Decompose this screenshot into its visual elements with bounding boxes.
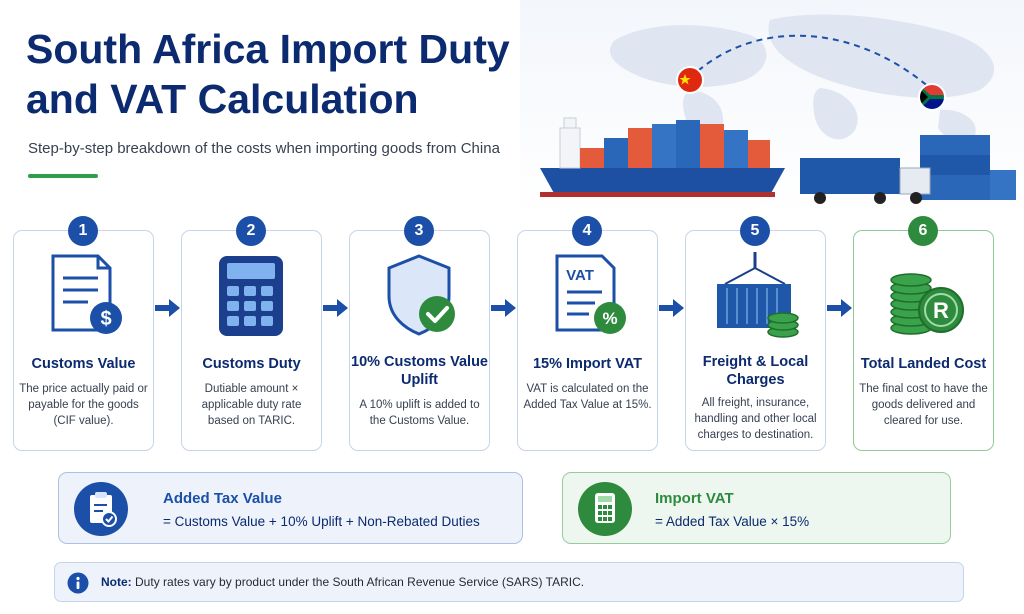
step-number-badge: 4 bbox=[572, 216, 602, 246]
step-card-total-landed-cost bbox=[853, 230, 994, 451]
step-description: VAT is calculated on the Added Tax Value… bbox=[523, 383, 652, 411]
added-tax-value-box: Added Tax Value = Customs Value + 10% Up… bbox=[58, 472, 523, 544]
formula-title: Import VAT bbox=[655, 490, 734, 507]
container-coins-icon bbox=[717, 252, 799, 338]
step-title: 10% Customs Value Uplift bbox=[351, 354, 488, 388]
world-map bbox=[610, 14, 995, 144]
clipboard-check-icon bbox=[74, 482, 128, 536]
container-stack bbox=[920, 135, 1016, 200]
truck bbox=[800, 158, 931, 204]
step-title: Freight & Local Charges bbox=[702, 354, 809, 388]
vat-icon-label: VAT bbox=[566, 267, 594, 284]
arrow-right-icon bbox=[827, 299, 852, 317]
note-label: Note: bbox=[101, 575, 132, 589]
arrow-right-icon bbox=[491, 299, 516, 317]
step-description: The final cost to have the goods deliver… bbox=[859, 383, 988, 427]
step-number-badge: 6 bbox=[908, 216, 938, 246]
route-line bbox=[689, 34, 931, 89]
info-icon bbox=[67, 572, 89, 594]
note-text: Note: Duty rates vary by product under t… bbox=[101, 575, 584, 589]
step-description: All freight, insurance, handling and oth… bbox=[694, 397, 817, 441]
arrow-right-icon bbox=[155, 299, 180, 317]
step-number-badge: 5 bbox=[740, 216, 770, 246]
import-vat-box: Import VAT = Added Tax Value × 15% bbox=[562, 472, 951, 544]
vat-document-icon: VAT % bbox=[555, 254, 626, 334]
step-description: The price actually paid or payable for t… bbox=[19, 383, 148, 427]
step-description: A 10% uplift is added to the Customs Val… bbox=[359, 399, 480, 427]
shield-check-icon bbox=[387, 254, 455, 336]
calculator-icon bbox=[578, 482, 632, 536]
step-title: 15% Import VAT bbox=[532, 356, 643, 372]
south-africa-flag-icon bbox=[918, 83, 946, 111]
rand-icon-label: R bbox=[933, 298, 949, 323]
formula-text: = Customs Value + 10% Uplift + Non-Rebat… bbox=[163, 514, 480, 529]
accent-divider bbox=[28, 174, 98, 178]
step-description: Dutiable amount × applicable duty rate b… bbox=[201, 383, 302, 427]
invoice-dollar-icon: $ bbox=[51, 254, 122, 334]
page-subtitle: Step-by-step breakdown of the costs when… bbox=[28, 140, 500, 157]
note-bar: Note: Duty rates vary by product under t… bbox=[54, 562, 964, 602]
note-body: Duty rates vary by product under the Sou… bbox=[135, 575, 585, 589]
step-number-badge: 2 bbox=[236, 216, 266, 246]
hero-illustration bbox=[520, 0, 1024, 215]
svg-text:$: $ bbox=[100, 308, 111, 330]
step-number-badge: 3 bbox=[404, 216, 434, 246]
formula-text: = Added Tax Value × 15% bbox=[655, 514, 810, 529]
step-title: Customs Duty bbox=[202, 356, 301, 372]
svg-text:%: % bbox=[602, 309, 617, 328]
china-flag-icon bbox=[676, 66, 704, 94]
arrow-right-icon bbox=[323, 299, 348, 317]
calculator-icon bbox=[219, 256, 283, 336]
cargo-ship bbox=[540, 117, 785, 197]
step-number-badge: 1 bbox=[68, 216, 98, 246]
step-title: Total Landed Cost bbox=[860, 356, 987, 372]
formula-title: Added Tax Value bbox=[163, 490, 282, 507]
step-title: Customs Value bbox=[31, 356, 136, 372]
rand-coins-icon: R bbox=[890, 273, 964, 335]
page-title: South Africa Import Duty and VAT Calcula… bbox=[26, 26, 510, 122]
arrow-right-icon bbox=[659, 299, 684, 317]
